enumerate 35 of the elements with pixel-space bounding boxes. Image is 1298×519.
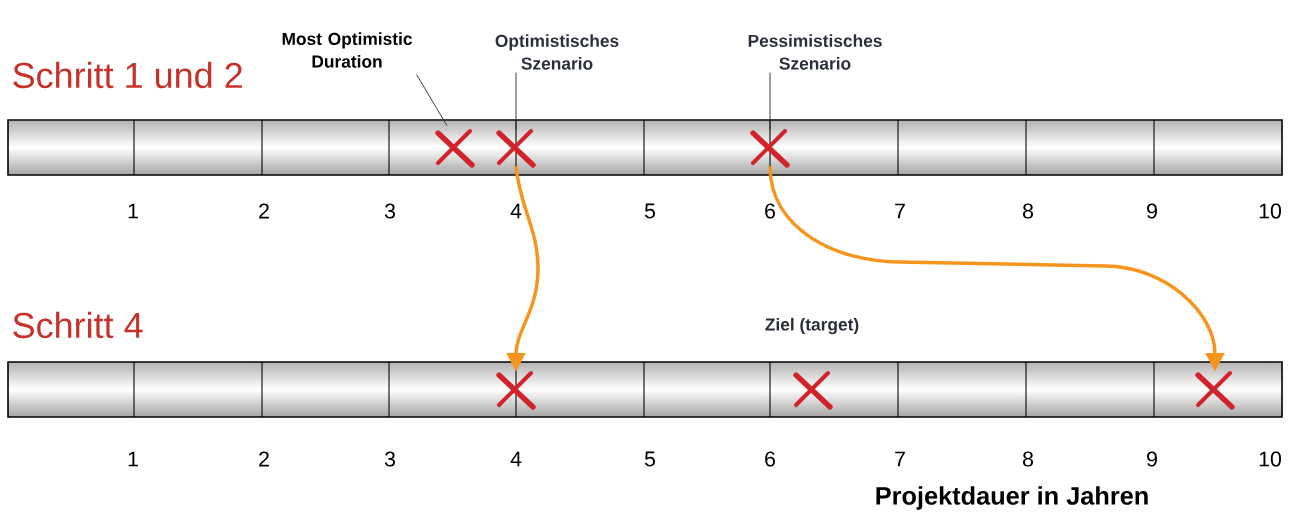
tick-label: 9 [1147, 451, 1157, 467]
tick-label: 7 [895, 451, 905, 467]
tick-label: 3 [384, 203, 395, 219]
cross-mark [1195, 371, 1235, 410]
step-heading: Schritt 4 [13, 311, 143, 339]
cross-mark [496, 371, 536, 410]
step-heading: Schritt 1 und 2 [13, 61, 242, 89]
cross-mark [793, 371, 833, 410]
callout-text: Optimistisches Szenario [495, 34, 619, 70]
callout-text: Most Optimistic Duration [282, 32, 412, 68]
axis-title: Projektdauer in Jahren [876, 486, 1148, 510]
tick-label: 6 [765, 451, 775, 467]
cross-mark [435, 129, 475, 168]
tick-label: 1 [128, 203, 138, 219]
tick-label: 8 [1023, 203, 1033, 219]
tick-label: 1 [128, 451, 138, 467]
target-label: Ziel (target) [765, 317, 859, 335]
tick-label: 7 [895, 203, 905, 219]
tick-label: 6 [765, 203, 775, 219]
tick-label: 9 [1147, 203, 1157, 219]
tick-label: 2 [259, 451, 269, 467]
tick-label: 4 [510, 203, 522, 219]
cross-mark [750, 129, 790, 168]
cross-mark [496, 129, 536, 168]
leader-line [515, 72, 517, 131]
leader-line [769, 72, 771, 131]
tick-label: 10 [1259, 203, 1282, 219]
tick-label: 2 [259, 203, 269, 219]
tick-label: 5 [644, 451, 656, 467]
tick-label: 3 [384, 451, 395, 467]
tick-label: 8 [1023, 451, 1033, 467]
tick-label: 10 [1259, 451, 1282, 467]
tick-label: 4 [510, 451, 522, 467]
tick-label: 5 [644, 203, 656, 219]
callout-text: Pessimistisches Szenario [748, 34, 882, 70]
